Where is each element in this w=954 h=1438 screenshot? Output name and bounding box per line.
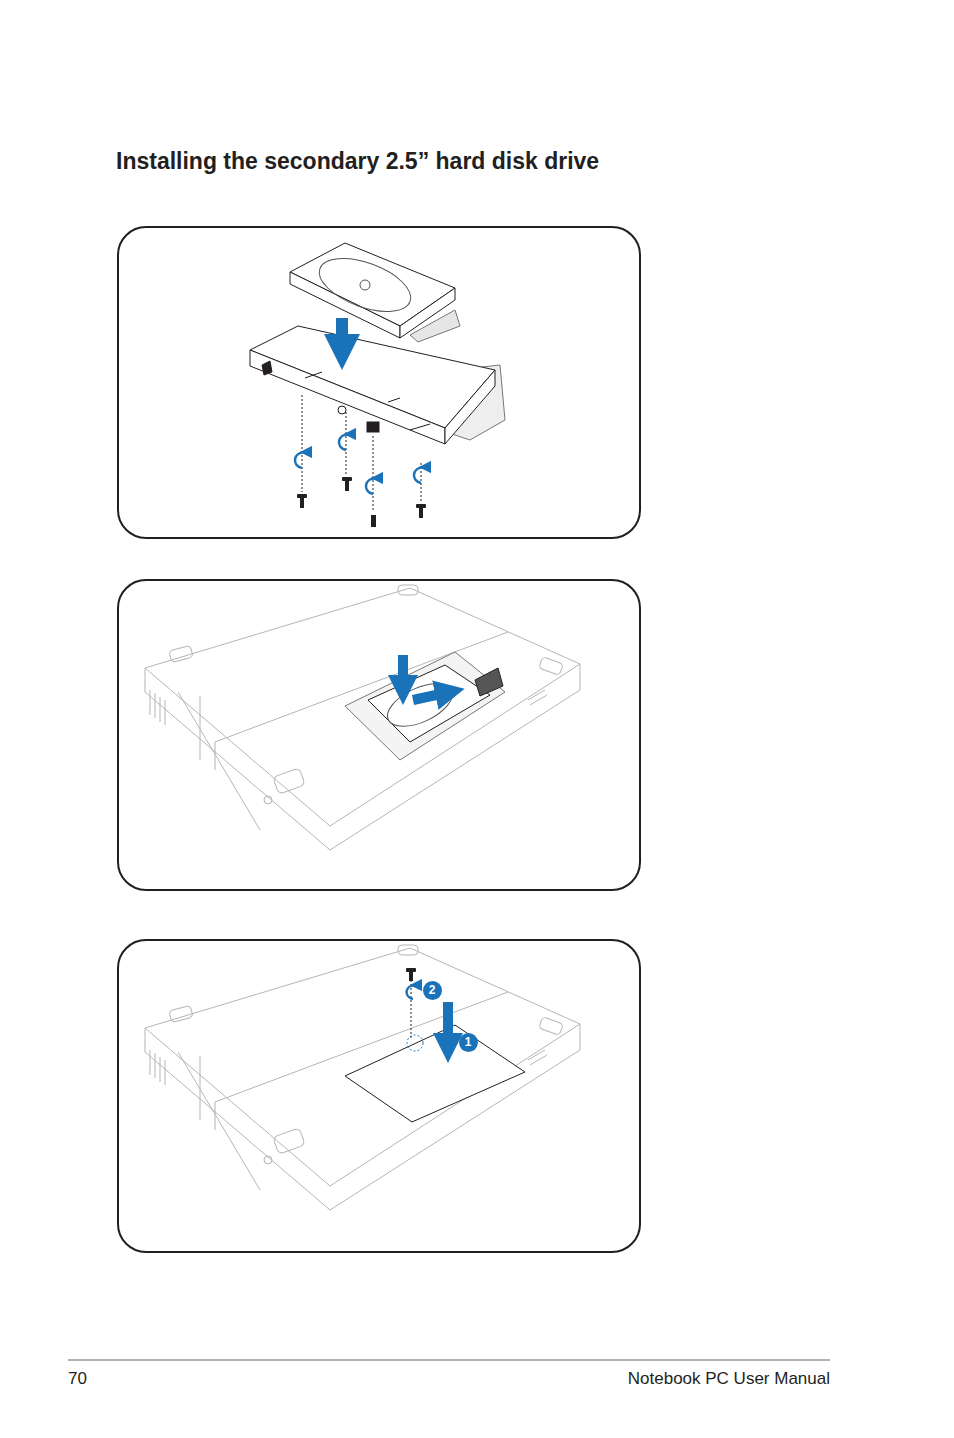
callout-text: 1 [459,1034,478,1051]
page-number: 70 [68,1369,87,1389]
callout-text: 2 [423,982,442,999]
callout-number: 2 [423,981,442,1000]
footer-text: Notebook PC User Manual [628,1369,830,1389]
page-title: Installing the secondary 2.5” hard disk … [116,148,599,175]
callout-number: 1 [459,1033,478,1052]
